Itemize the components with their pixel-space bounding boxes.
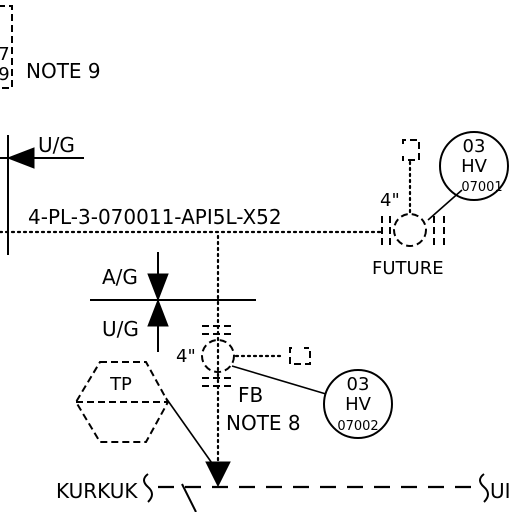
hv-07002-line3: 07002 <box>337 419 378 434</box>
top-left-box: 7 9 <box>0 5 13 89</box>
drop-arrow <box>205 461 231 488</box>
hv-07001-line2: HV <box>461 156 488 177</box>
ag-ug-transition: A/G U/G <box>90 252 256 352</box>
future-label: FUTURE <box>372 258 444 279</box>
future-size-label: 4" <box>380 190 400 211</box>
hv-07002-bubble: 03 HV 07002 <box>323 369 393 439</box>
kurkuk-label: KURKUK <box>56 479 138 503</box>
top-left-box-char-a: 7 <box>0 44 10 65</box>
pipe-label: 4-PL-3-070011-API5L-X52 <box>28 205 282 229</box>
lower-valve: 4" FB NOTE 8 <box>176 325 327 435</box>
future-valve: 4" FUTURE <box>372 139 463 279</box>
fb-label: FB <box>238 383 263 407</box>
top-left-box-char-b: 9 <box>0 64 10 85</box>
lower-size-label: 4" <box>176 346 196 367</box>
ag-label: A/G <box>102 265 138 289</box>
hv-07002-line2: HV <box>345 394 372 415</box>
hv-07001-line3: 07001 <box>461 180 502 195</box>
note-8-label: NOTE 8 <box>226 411 301 435</box>
hv-07001-line1: 03 <box>463 136 486 157</box>
ug-transition-top: U/G <box>0 133 84 255</box>
right-label-partial: UI <box>490 479 511 503</box>
tp-label: TP <box>109 374 132 395</box>
note-9-label: NOTE 9 <box>26 59 101 83</box>
ug-top-label: U/G <box>38 133 75 157</box>
ug-mid-label: U/G <box>102 317 139 341</box>
tp-hexagon: TP <box>74 361 215 467</box>
bottom-pipeline: KURKUK UI <box>56 473 511 512</box>
hv-07001-bubble: 03 HV 07001 <box>439 131 509 201</box>
hv-07002-line1: 03 <box>347 374 370 395</box>
